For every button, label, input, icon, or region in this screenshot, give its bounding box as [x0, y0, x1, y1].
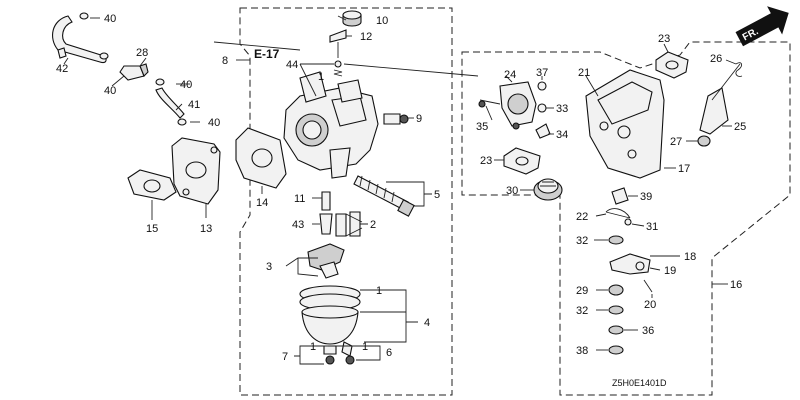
callout-5: 5 [434, 189, 440, 201]
control-base-21 [585, 69, 665, 179]
callout-26: 26 [710, 53, 722, 65]
callout-27: 27 [670, 136, 682, 148]
callout-33: 33 [556, 103, 568, 115]
nut-27 [697, 135, 711, 147]
callout-32: 32 [576, 305, 588, 317]
choke-knob-30 [533, 178, 563, 201]
callout-6: 6 [386, 347, 392, 359]
callout-37: 37 [536, 67, 548, 79]
leader-lines [63, 15, 737, 365]
callout-16: 16 [730, 279, 742, 291]
callout-43: 43 [292, 219, 304, 231]
hose-clip [79, 12, 187, 126]
callout-1: 1 [376, 285, 382, 297]
callout-30: 30 [506, 185, 518, 197]
callout-21: 21 [578, 67, 590, 79]
carburetor-body [283, 71, 379, 179]
float-3 [307, 243, 345, 279]
jet-11-43 [319, 191, 333, 235]
drain-screw-6-7 [323, 341, 355, 365]
drawing-code: Z5H0E1401D [612, 378, 667, 388]
callout-7: 7 [282, 351, 288, 363]
callout-20: 20 [644, 299, 656, 311]
control-parts-stack [605, 187, 653, 355]
callout-14: 14 [256, 197, 268, 209]
callout-15: 15 [146, 223, 158, 235]
callout-42: 42 [56, 63, 68, 75]
insulator-13 [171, 137, 221, 205]
washers-33-34-37 [535, 81, 551, 139]
gasket-14 [235, 127, 287, 189]
pilot-screw-5 [353, 175, 415, 217]
callout-23: 23 [658, 33, 670, 45]
callout-40: 40 [208, 117, 220, 129]
callout-13: 13 [200, 223, 212, 235]
washer-44-spring-1 [333, 60, 343, 77]
callout-24: 24 [504, 69, 516, 81]
callout-28: 28 [136, 47, 148, 59]
gasket-23 [503, 51, 689, 175]
callout-40: 40 [180, 79, 192, 91]
callout-34: 34 [556, 129, 568, 141]
callout-4: 4 [424, 317, 430, 329]
callout-40: 40 [104, 13, 116, 25]
callout-1: 1 [362, 341, 368, 353]
float-chamber-4 [299, 285, 361, 345]
callout-8: 8 [222, 55, 228, 67]
reference-e17: E-17 [254, 47, 280, 61]
callout-44: 44 [286, 59, 298, 71]
callout-1: 1 [310, 341, 316, 353]
choke-solenoid-24 [478, 81, 537, 130]
screw-9 [383, 113, 409, 125]
callout-17: 17 [678, 163, 690, 175]
callout-32: 32 [576, 235, 588, 247]
callout-3: 3 [266, 261, 272, 273]
callout-29: 29 [576, 285, 588, 297]
callout-25: 25 [734, 121, 746, 133]
callout-1: 1 [318, 71, 324, 83]
callout-41: 41 [188, 99, 200, 111]
cap-10 [342, 10, 362, 27]
callout-19: 19 [664, 265, 676, 277]
control-group-outline [461, 41, 791, 396]
callout-18: 18 [684, 251, 696, 263]
callout-39: 39 [640, 191, 652, 203]
callout-31: 31 [646, 221, 658, 233]
front-direction-arrow: FR. [735, 6, 789, 47]
callout-35: 35 [476, 121, 488, 133]
fuel-tube [52, 15, 107, 64]
callout-2: 2 [370, 219, 376, 231]
insulator-gasket-15 [127, 169, 177, 201]
callout-12: 12 [360, 31, 372, 43]
fuel-filter [119, 63, 149, 81]
callout-labels: 40 42 28 40 40 41 40 8 E-17 10 12 44 1 9… [56, 13, 746, 388]
screw-12 [329, 29, 347, 58]
callout-22: 22 [576, 211, 588, 223]
callout-9: 9 [416, 113, 422, 125]
callout-11: 11 [294, 193, 305, 205]
nozzle-2 [335, 211, 361, 237]
callout-40: 40 [104, 85, 116, 97]
spring-26-rod-25 [699, 62, 743, 135]
callout-38: 38 [576, 345, 588, 357]
fuel-tube-short [155, 87, 185, 119]
callout-23: 23 [480, 155, 492, 167]
carburetor-group-outline [239, 7, 453, 396]
callout-10: 10 [376, 15, 388, 27]
callout-36: 36 [642, 325, 654, 337]
